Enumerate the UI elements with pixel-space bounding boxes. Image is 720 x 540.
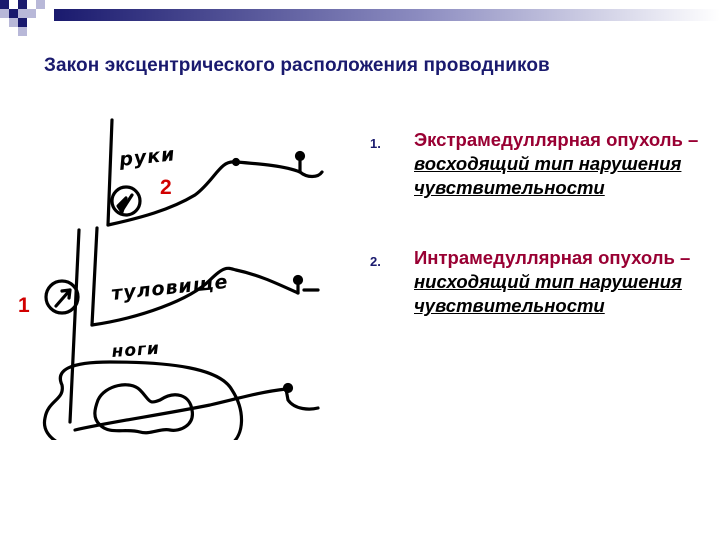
lesion-1 <box>44 279 80 315</box>
grey-matter <box>93 383 194 435</box>
header-decoration <box>0 0 720 36</box>
cord-outline <box>42 360 244 440</box>
lesion-2 <box>110 185 142 217</box>
marker-2: 2 <box>160 176 172 199</box>
list-item: 1. Экстрамедуллярная опухоль – восходящи… <box>370 128 710 200</box>
list-item-number: 2. <box>370 254 381 269</box>
slide-title: Закон эксцентрического расположения пров… <box>44 55 550 76</box>
marker-1: 1 <box>18 294 30 317</box>
spinal-cord-diagram: руки туловище ноги <box>42 118 324 440</box>
label-legs: ноги <box>111 339 160 362</box>
label-trunk: туловище <box>110 271 229 305</box>
list-item-emphasis: нисходящий тип нарушения чувствительност… <box>414 271 682 316</box>
description-list: 1. Экстрамедуллярная опухоль – восходящи… <box>370 128 710 318</box>
label-arms: руки <box>117 143 176 171</box>
pathway-outer <box>106 118 114 227</box>
pathway-inner <box>68 228 81 424</box>
pathway-mid <box>90 226 99 327</box>
list-item-head: Интрамедуллярная опухоль – <box>414 247 691 268</box>
list-item-number: 1. <box>370 136 381 151</box>
arms-branch <box>106 160 237 227</box>
list-item-head: Экстрамедуллярная опухоль – <box>414 129 699 150</box>
list-item: 2. Интрамедуллярная опухоль – нисходящий… <box>370 246 710 318</box>
trunk-branch <box>90 266 238 327</box>
list-item-emphasis: восходящий тип нарушения чувствительност… <box>414 153 682 198</box>
